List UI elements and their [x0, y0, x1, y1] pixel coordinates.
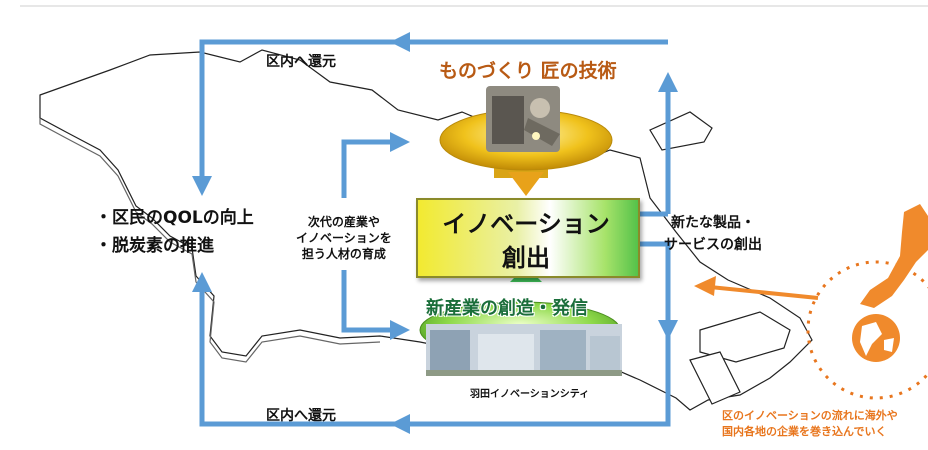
inflow-arrow	[694, 276, 819, 300]
monozukuri-disc	[439, 109, 613, 196]
goal-qol: ・区民のQOLの向上	[95, 208, 254, 228]
flow-arrows	[192, 32, 678, 434]
innovation-subtitle: 創出	[502, 244, 550, 272]
haneda-caption: 羽田イノベーションシティ	[470, 389, 590, 400]
new-products-line-1: 新たな製品・	[671, 215, 755, 231]
globe-icon	[806, 260, 928, 400]
return-label-bottom: 区内へ還元	[266, 408, 336, 424]
global-line-2: 国内各地の企業を巻き込んでいく	[722, 425, 887, 438]
return-label-top: 区内へ還元	[266, 54, 336, 70]
welder-photo	[486, 86, 560, 152]
talent-development-label: 次代の産業や イノベーションを 担う人材の育成	[296, 214, 392, 262]
japan-map-icon	[860, 204, 928, 308]
new-industry-title: 新産業の創造・発信	[426, 298, 588, 319]
talent-line-3: 担う人材の育成	[301, 247, 386, 261]
goal-decarbonization: ・脱炭素の推進	[95, 236, 214, 256]
building-photo	[426, 324, 622, 376]
innovation-title: イノベーション	[442, 210, 610, 238]
new-products-line-2: サービスの創出	[664, 237, 762, 253]
talent-line-2: イノベーションを	[296, 231, 392, 245]
innovation-box	[416, 198, 640, 278]
goals-list: ・区民のQOLの向上 ・脱炭素の推進	[95, 204, 254, 260]
global-involvement-label: 区のイノベーションの流れに海外や 国内各地の企業を巻き込んでいく	[722, 408, 898, 440]
global-line-1: 区のイノベーションの流れに海外や	[722, 409, 898, 422]
monozukuri-title: ものづくり 匠の技術	[439, 60, 617, 82]
new-products-label: 新たな製品・ サービスの創出	[664, 212, 762, 256]
talent-line-1: 次代の産業や	[307, 215, 380, 229]
